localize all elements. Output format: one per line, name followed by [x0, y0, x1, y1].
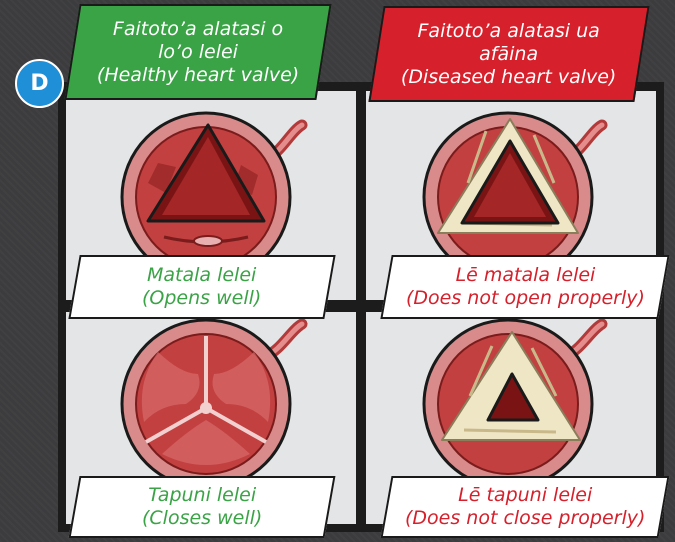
- caption-diseased-closed-text: Lē tapuni lelei (Does not close properly…: [405, 484, 645, 530]
- caption-healthy-open: Matala lelei (Opens well): [68, 255, 335, 319]
- header-healthy: Faitoto’a alatasi o lo’o lelei (Healthy …: [64, 4, 331, 100]
- caption-diseased-open-text: Lē matala lelei (Does not open properly): [406, 264, 645, 310]
- panel-letter-badge: D: [15, 59, 64, 108]
- header-healthy-text: Faitoto’a alatasi o lo’o lelei (Healthy …: [97, 18, 299, 87]
- header-diseased: Faitoto’a alatasi ua afāina (Diseased he…: [368, 6, 649, 102]
- caption-diseased-closed: Lē tapuni lelei (Does not close properly…: [381, 476, 670, 538]
- caption-healthy-closed: Tapuni lelei (Closes well): [69, 476, 336, 538]
- caption-healthy-closed-text: Tapuni lelei (Closes well): [142, 484, 262, 530]
- caption-diseased-open: Lē matala lelei (Does not open properly): [380, 255, 669, 319]
- caption-healthy-open-text: Matala lelei (Opens well): [142, 264, 261, 310]
- header-diseased-text: Faitoto’a alatasi ua afāina (Diseased he…: [401, 20, 616, 89]
